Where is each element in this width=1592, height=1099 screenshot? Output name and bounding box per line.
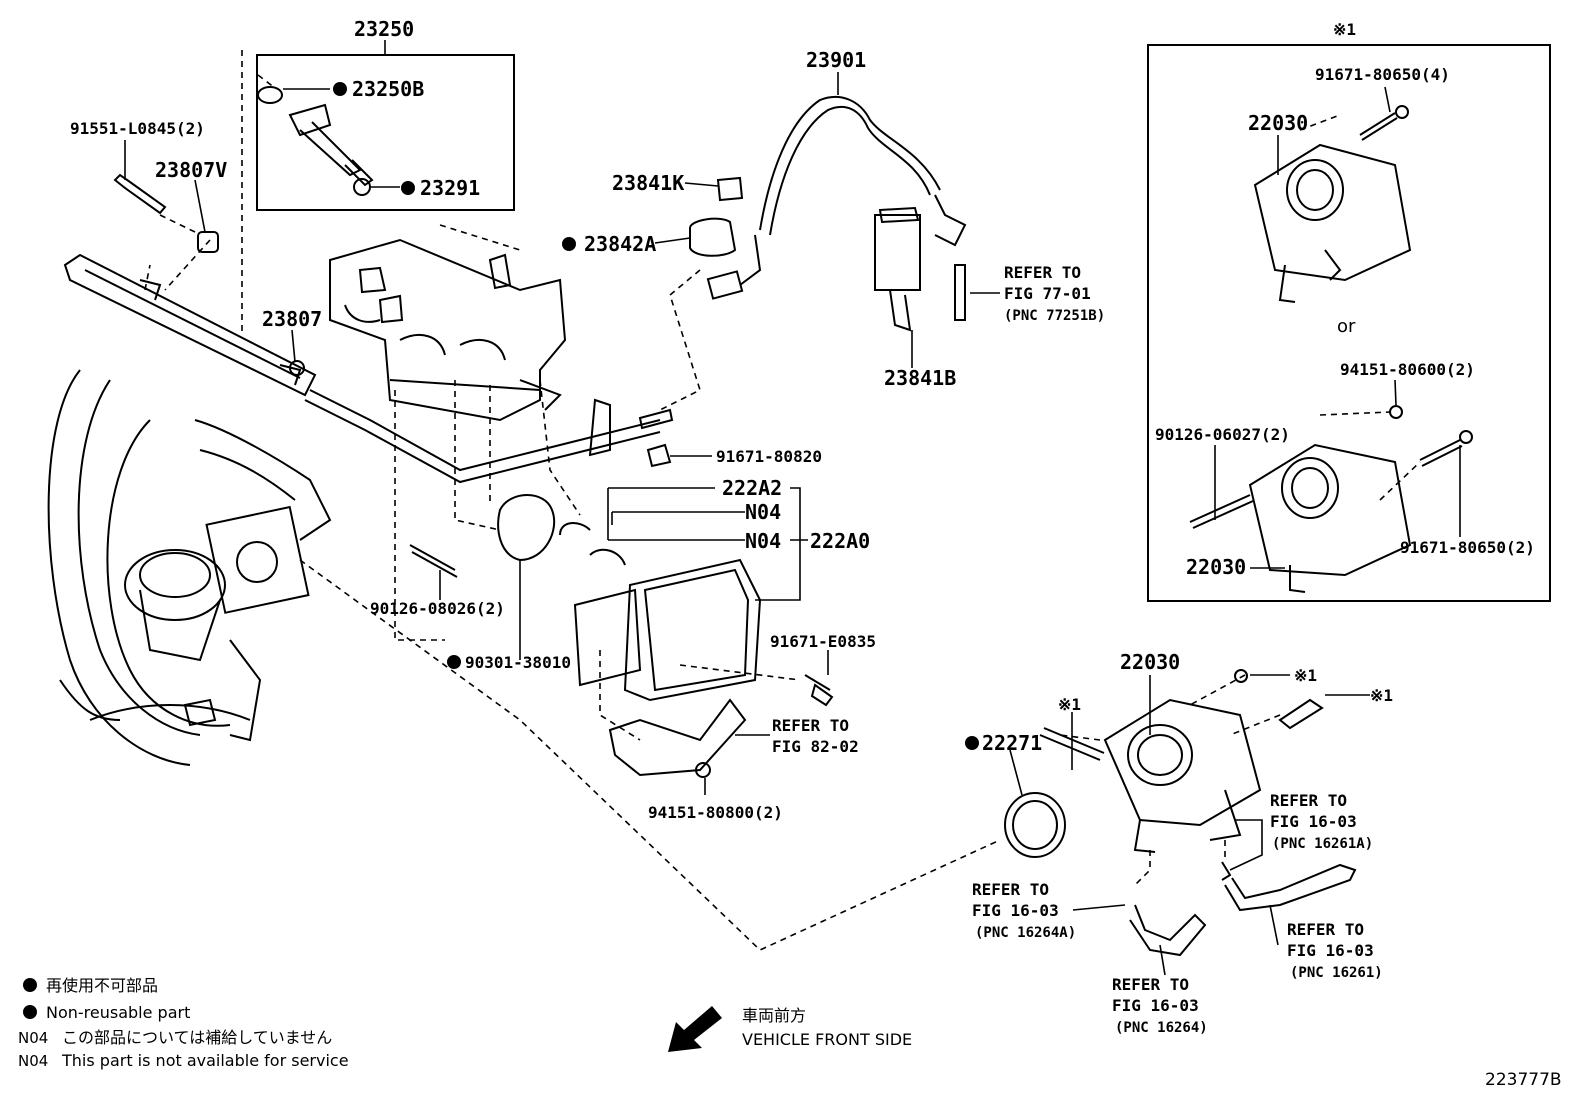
callout-94151-80600: 94151-80600(2): [1340, 360, 1475, 379]
cylinder-head-drawing: [329, 238, 567, 422]
assembly-dashed-lines: [144, 50, 1421, 951]
refer-fig-82-02-line2: FIG 82-02: [772, 737, 859, 756]
bolt-91671-E0835-drawing: [804, 674, 834, 707]
nut-94151-80800-drawing: [695, 762, 711, 778]
mark-ref-1c: ※1: [1058, 695, 1081, 714]
non-reusable-dot: [333, 82, 347, 96]
throttle-body-right-drawing: [1039, 669, 1324, 853]
vehicle-front-indicator: 車両前方 VEHICLE FRONT SIDE: [668, 1006, 912, 1052]
callout-22030-inset-bottom: 22030: [1186, 555, 1246, 579]
legend-en-nonreusable: Non-reusable part: [46, 1003, 190, 1022]
callout-222A2: 222A2: [722, 476, 782, 500]
fuel-rail-drawing: [63, 253, 674, 484]
refer-fig-77-01-line3: (PNC 77251B): [1004, 308, 1105, 324]
legend-en-not-available: This part is not available for service: [61, 1051, 349, 1070]
vsv-23841K-drawing: [716, 176, 744, 202]
non-reusable-markers: [23, 82, 979, 1019]
callout-90126-06027: 90126-06027(2): [1155, 425, 1290, 444]
fuel-hose-drawing: [706, 95, 967, 300]
callout-23807V: 23807V: [155, 158, 227, 182]
refer-16261A-line1: REFER TO: [1270, 791, 1347, 810]
non-reusable-dot: [562, 237, 576, 251]
legend-dot: [23, 978, 37, 992]
bolt-91551-L0845-drawing: [113, 173, 167, 215]
callout-n04-b: N04: [745, 529, 781, 553]
figure-id: 223777B: [1485, 1070, 1562, 1090]
bolt-91671-80820-drawing: [646, 443, 672, 468]
refer-16264-line2: FIG 16-03: [1112, 996, 1199, 1015]
callout-23841K: 23841K: [612, 171, 684, 195]
callout-23291: 23291: [420, 176, 480, 200]
callout-22030-inset-top: 22030: [1248, 111, 1308, 135]
legend-jp-not-available: この部品については補給していません: [62, 1028, 332, 1047]
refer-fig-77-01-line2: FIG 77-01: [1004, 284, 1091, 303]
callout-23901: 23901: [806, 48, 866, 72]
non-reusable-dot: [401, 181, 415, 195]
legend-n04-en-code: N04: [18, 1052, 48, 1070]
callout-22030-main: 22030: [1120, 650, 1180, 674]
callout-22271: 22271: [982, 731, 1042, 755]
callout-91671-80650-2: 91671-80650(2): [1400, 538, 1535, 557]
refer-16264-line1: REFER TO: [1112, 975, 1189, 994]
leader-lines: [124, 40, 1461, 976]
callout-91671-80820: 91671-80820: [716, 447, 822, 466]
callout-23250B: 23250B: [352, 77, 424, 101]
connector-23842A-drawing: [689, 217, 737, 257]
refer-16261A-line3: (PNC 16261A): [1272, 836, 1373, 852]
inset-mark: ※1: [1333, 20, 1356, 39]
non-reusable-dot: [965, 736, 979, 750]
intake-manifold-drawing: [47, 369, 332, 766]
callout-90301-38010: 90301-38010: [465, 653, 571, 672]
refer-fig-77-01-line1: REFER TO: [1004, 263, 1081, 282]
refer-16261-line1: REFER TO: [1287, 920, 1364, 939]
callout-n04-a: N04: [745, 500, 781, 524]
refer-16264A-line3: (PNC 16264A): [975, 925, 1076, 941]
refer-16264A-line2: FIG 16-03: [972, 901, 1059, 920]
part-labels: 23250 23250B 23291 91551-L0845(2) 23807V…: [70, 17, 1393, 1036]
legend-jp-nonreusable: 再使用不可部品: [46, 976, 158, 995]
refer-fig-82-02-line1: REFER TO: [772, 716, 849, 735]
inset-box: [1147, 44, 1551, 602]
inset-throttle-top-drawing: [1253, 105, 1412, 303]
mark-ref-1b: ※1: [1370, 686, 1393, 705]
callout-222A0: 222A0: [810, 529, 870, 553]
inset-labels: ※1 91671-80650(4) 22030 or 94151-80600(2…: [1155, 20, 1535, 579]
refer-16264A-line1: REFER TO: [972, 880, 1049, 899]
spacer-23807V-drawing: [197, 231, 219, 253]
front-direction-arrow-icon: [668, 1006, 722, 1052]
gasket-22271-drawing: [1004, 792, 1066, 858]
refer-16261-line3: (PNC 16261): [1290, 965, 1383, 981]
callout-91551-L0845: 91551-L0845(2): [70, 119, 205, 138]
callout-91671-80650-4: 91671-80650(4): [1315, 65, 1450, 84]
callout-23807: 23807: [262, 307, 322, 331]
refer-16264-line3: (PNC 16264): [1115, 1020, 1208, 1036]
callout-23841B: 23841B: [884, 366, 956, 390]
callout-23842A: 23842A: [584, 232, 656, 256]
mark-ref-1a: ※1: [1294, 666, 1317, 685]
stud-90126-08026-drawing: [409, 544, 458, 578]
non-reusable-dot: [447, 655, 461, 669]
callout-90126-08026: 90126-08026(2): [370, 599, 505, 618]
callout-23250: 23250: [354, 17, 414, 41]
refer-16261A-line2: FIG 16-03: [1270, 812, 1357, 831]
refer-16261-line2: FIG 16-03: [1287, 941, 1374, 960]
legend-dot: [23, 1005, 37, 1019]
vehicle-front-en: VEHICLE FRONT SIDE: [742, 1030, 912, 1049]
sensor-23841B-drawing: [874, 206, 966, 332]
callout-91671-E0835: 91671-E0835: [770, 632, 876, 651]
callout-94151-80800: 94151-80800(2): [648, 803, 783, 822]
throttle-body-center-drawing: [559, 522, 762, 777]
legend: 再使用不可部品 Non-reusable part N04 この部品については補…: [18, 976, 349, 1070]
vehicle-front-jp: 車両前方: [742, 1006, 806, 1025]
inset-or: or: [1337, 316, 1356, 337]
hoses-bottom-right-drawing: [1129, 861, 1357, 957]
gasket-90301-38010-drawing: [497, 494, 556, 562]
legend-n04-jp-code: N04: [18, 1029, 48, 1047]
